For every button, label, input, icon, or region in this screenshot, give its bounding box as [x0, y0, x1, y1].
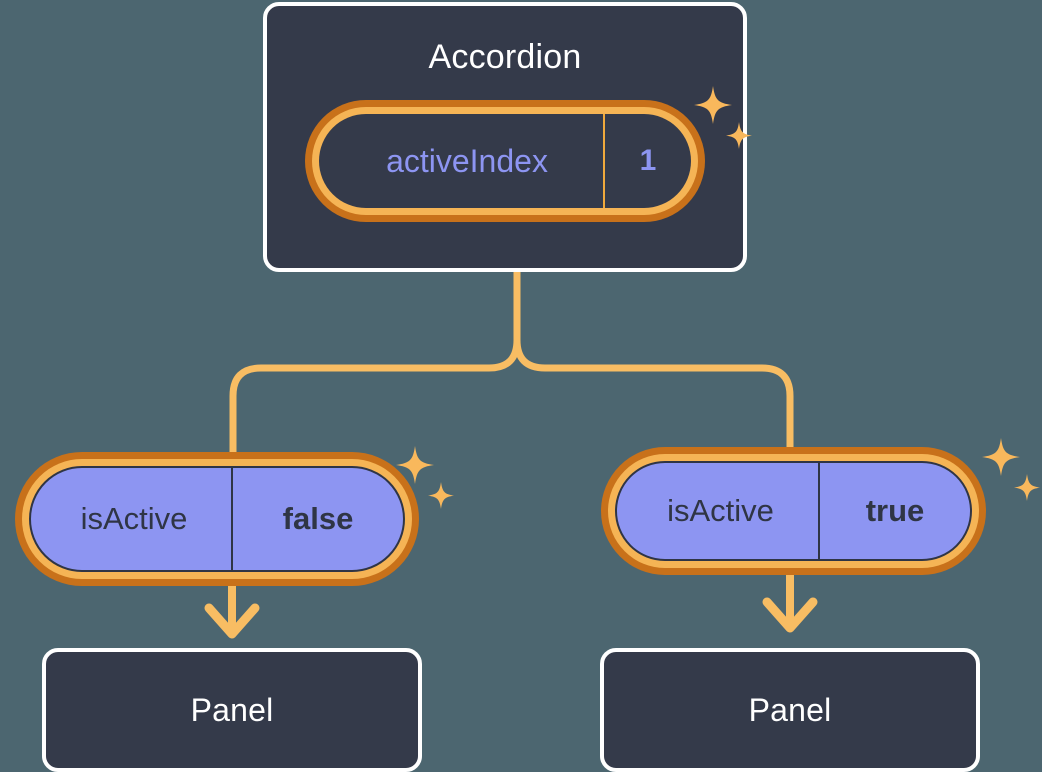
state-to-panel-arrow-left: [204, 580, 260, 639]
accordion-title: Accordion: [428, 38, 582, 76]
pill-body: isActive true: [615, 461, 972, 561]
pill-inner-ring: isActive true: [608, 454, 979, 568]
state-pill-isactive-right[interactable]: isActive true: [601, 447, 986, 575]
panel-right-title: Panel: [748, 691, 832, 728]
sparkle-pair-icon: [982, 438, 1040, 501]
pill-body: activeIndex 1: [319, 114, 691, 208]
state-value-isactive-right: true: [865, 493, 925, 528]
pill-body: isActive false: [29, 466, 405, 572]
pill-inner-ring: isActive false: [22, 459, 412, 579]
panel-left-title: Panel: [190, 691, 274, 728]
state-value-activeindex: 1: [639, 144, 657, 177]
state-key-isactive-left: isActive: [31, 468, 233, 570]
pill-inner-ring: activeIndex 1: [312, 107, 698, 215]
state-value-isactive-left: false: [282, 501, 354, 536]
state-key-activeindex: activeIndex: [319, 114, 605, 208]
pill-outer-ring: isActive false: [15, 452, 419, 586]
accordion-to-panels-connector: [513, 268, 794, 456]
accordion-to-panels-connector-left: [229, 336, 521, 461]
state-key-isactive-right: isActive: [617, 463, 820, 559]
panel-left[interactable]: Panel: [42, 648, 422, 772]
state-to-panel-arrow-right: [762, 572, 818, 633]
state-pill-activeindex[interactable]: activeIndex 1: [305, 100, 705, 222]
state-pill-isactive-left[interactable]: isActive false: [15, 452, 419, 586]
pill-outer-ring: activeIndex 1: [305, 100, 705, 222]
pill-outer-ring: isActive true: [601, 447, 986, 575]
panel-right[interactable]: Panel: [600, 648, 980, 772]
